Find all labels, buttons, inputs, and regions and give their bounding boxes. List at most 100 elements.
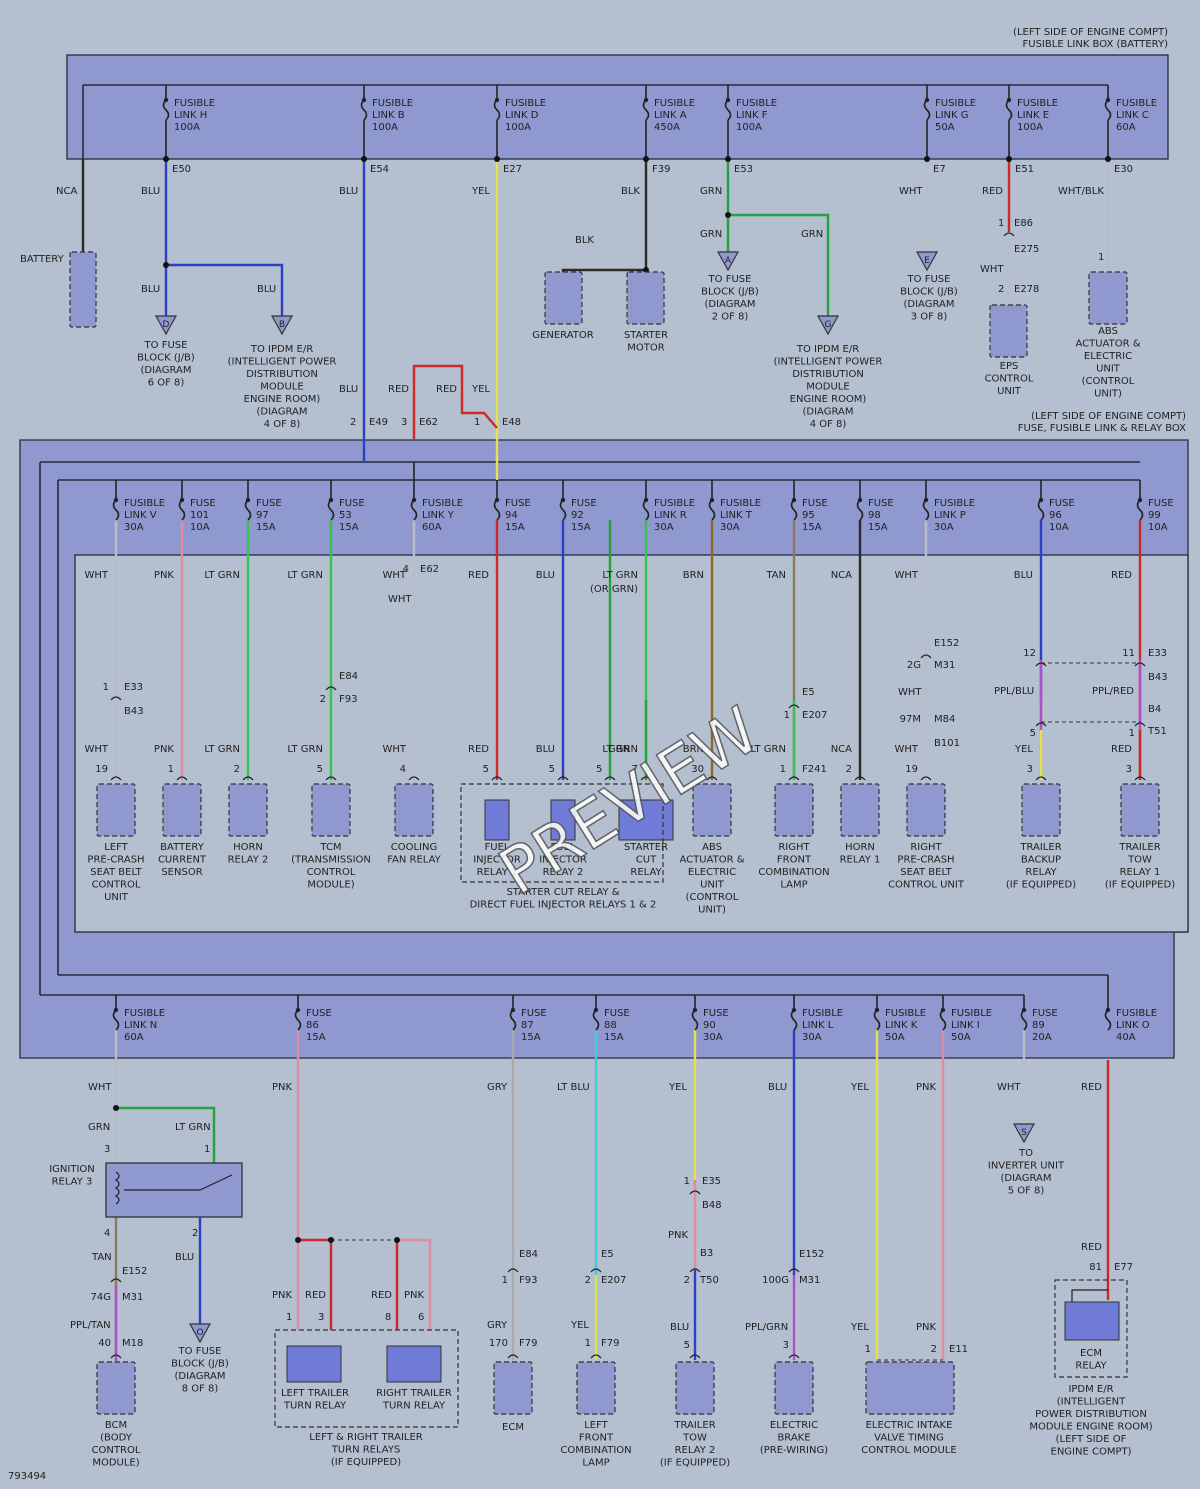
fuse-symbol — [592, 1009, 600, 1031]
starter-label: MOTOR — [627, 343, 664, 354]
fuse-node — [1021, 1007, 1027, 1013]
pin: 2 — [684, 1275, 690, 1286]
to-fuse-block-8-arrow-letter: O — [196, 1328, 203, 1338]
connector-symbol — [788, 704, 800, 709]
abs-label: ACTUATOR & — [1075, 339, 1140, 350]
to-fuse-block-6-text: 6 OF 8) — [148, 378, 185, 389]
abs-actuator-unit — [692, 783, 732, 837]
eps-label: UNIT — [997, 386, 1022, 397]
wire-color: BLK — [621, 186, 640, 197]
trailer-tow-relay-1-label: TOW — [1127, 855, 1152, 866]
connector-id: E5 — [601, 1249, 614, 1260]
abs-label: UNIT) — [1094, 389, 1122, 400]
connector-symbol — [590, 1268, 602, 1273]
tcm-label: (TRANSMISSION — [291, 855, 371, 866]
to-ipdm-4-text: 4 OF 8) — [264, 419, 301, 430]
fuse-symbol — [1005, 99, 1013, 121]
fuse-symbol — [178, 499, 186, 521]
to-inverter-text: TO — [1018, 1148, 1033, 1159]
connector-symbol — [604, 776, 616, 781]
mid-box-label: (LEFT SIDE OF ENGINE COMPT) — [1031, 411, 1186, 422]
left-trailer-turn-relay — [286, 1345, 342, 1383]
trailer-backup-relay-label: RELAY — [1025, 867, 1057, 878]
starter-fuel-relay-group-label: STARTER CUT RELAY & — [506, 887, 619, 898]
fuse-label: FUSIBLE — [736, 98, 777, 109]
wire-color: PNK — [404, 1290, 425, 1301]
wire-color: PPL/BLU — [994, 686, 1034, 697]
fuse-label: 88 — [604, 1020, 617, 1031]
ecm-relay-label: RELAY — [1075, 1361, 1107, 1372]
trailer-tow-relay-1-label: (IF EQUIPPED) — [1105, 880, 1175, 891]
ipdm-label: ENGINE COMPT) — [1051, 1447, 1132, 1458]
wire-color: WHT — [388, 594, 412, 605]
connector-id: T50 — [699, 1275, 719, 1286]
fuse-label: LINK R — [654, 510, 687, 521]
bcm-label: MODULE) — [92, 1458, 139, 1469]
fuse-label: LINK D — [505, 110, 539, 121]
wire-color: YEL — [850, 1322, 869, 1333]
ipdm-label: (LEFT SIDE OF — [1056, 1434, 1127, 1445]
wire-color: PPL/TAN — [70, 1320, 111, 1331]
fuel-injector-relay-2-label: RELAY 2 — [543, 867, 584, 878]
starter-cut-relay — [618, 799, 674, 841]
pin: 30 — [691, 764, 704, 775]
to-fuse-block-3-text: TO FUSE — [907, 274, 951, 285]
wire-color: LT GRN — [175, 1122, 211, 1133]
wire — [412, 364, 498, 440]
connector-symbol — [507, 1354, 519, 1359]
pin: 2 — [998, 284, 1004, 295]
to-inverter-arrow-letter: S — [1021, 1128, 1027, 1138]
fuse-node — [411, 497, 417, 503]
fuse-label: 100A — [505, 122, 531, 133]
connector-id: E35 — [702, 1176, 721, 1187]
connector-symbol — [1003, 232, 1015, 237]
fuse-node — [1105, 1007, 1111, 1013]
fuse-symbol — [559, 499, 567, 521]
connector-id: E51 — [1015, 164, 1034, 175]
fuse-node — [923, 497, 929, 503]
wire-color: BRN — [683, 744, 704, 755]
pin: 3 — [783, 1340, 789, 1351]
pin: 74G — [91, 1292, 111, 1303]
fuse-node — [113, 1007, 119, 1013]
fuse-label: LINK E — [1017, 110, 1049, 121]
fuse-node — [725, 97, 731, 103]
junction-dot — [328, 1237, 334, 1243]
fuse-label: 99 — [1148, 510, 1161, 521]
fuel-injector-relay-1-label: INJECTOR — [473, 855, 521, 866]
wire-color: NCA — [831, 744, 852, 755]
wire — [561, 268, 646, 272]
fuse-label: 15A — [256, 522, 276, 533]
fuse-label: FUSE — [339, 498, 365, 509]
eps-label: EPS — [1000, 361, 1019, 372]
trailer-backup-relay-label: BACKUP — [1021, 855, 1061, 866]
trailer-tow-relay-1-label: RELAY 1 — [1120, 867, 1161, 878]
left-precrash-unit-label: SEAT BELT — [90, 867, 142, 878]
wire-color: YEL — [570, 1320, 589, 1331]
fuse-label: 90 — [703, 1020, 716, 1031]
wire-color: NCA — [56, 186, 77, 197]
pin: 40 — [98, 1338, 111, 1349]
fuse-label: 15A — [571, 522, 591, 533]
fuse-node — [113, 497, 119, 503]
turn-group-label: (IF EQUIPPED) — [331, 1457, 401, 1468]
fuse-label: 10A — [1148, 522, 1168, 533]
connector-symbol — [689, 1190, 701, 1195]
pin: 8 — [385, 1312, 391, 1323]
wire-color: PNK — [916, 1322, 937, 1333]
fuse-label: LINK K — [885, 1020, 918, 1031]
to-ipdm-4-text: ENGINE ROOM) — [244, 394, 321, 405]
connector-id: E30 — [1114, 164, 1133, 175]
wire-color: YEL — [471, 186, 490, 197]
connector-id: F93 — [519, 1275, 537, 1286]
fuse-label: 15A — [306, 1032, 326, 1043]
ttr2-label: TRAILER — [673, 1420, 715, 1431]
fuse-label: 97 — [256, 510, 269, 521]
tcm-label: CONTROL — [307, 867, 356, 878]
connector-symbol — [788, 1354, 800, 1359]
pin: 1 — [286, 1312, 292, 1323]
connector-symbol — [325, 686, 337, 691]
pin: 1 — [1098, 252, 1104, 263]
ignition-relay-label: IGNITION — [49, 1164, 95, 1175]
abs-actuator-unit-label: (CONTROL — [686, 892, 739, 903]
